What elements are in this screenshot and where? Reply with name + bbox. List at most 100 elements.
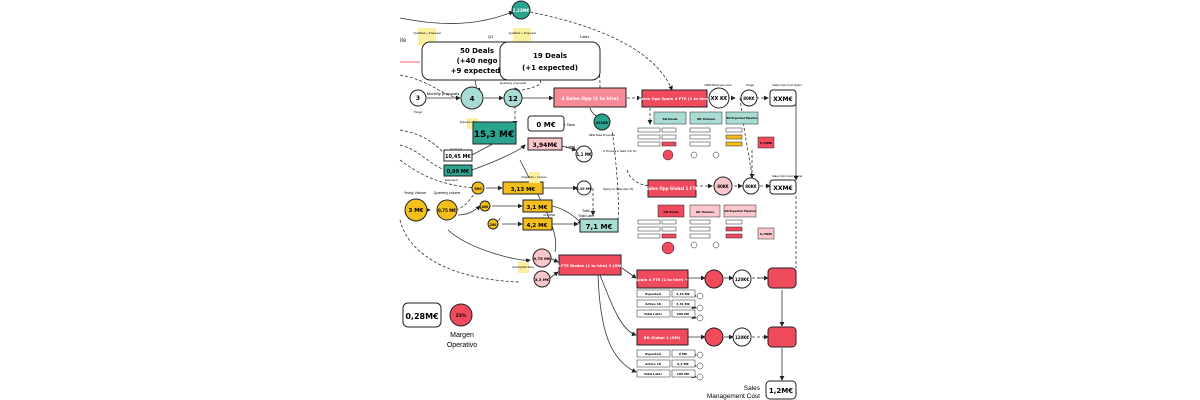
diagram-mark	[549, 271, 559, 279]
diagram-mark: 500	[474, 187, 482, 191]
diagram-mark: Total	[582, 209, 590, 213]
deals-50-line2: (+40 nego	[457, 57, 498, 65]
diagram-mark	[696, 292, 704, 300]
diagram-mark	[661, 219, 677, 225]
diagram-mark	[712, 241, 720, 249]
global-subtable: Expected 0 M€ Active 18 0,2 M€ Total Lat…	[636, 349, 704, 381]
sd-expected-box	[725, 111, 759, 125]
diagram-mark	[690, 151, 698, 159]
gl-expected-box	[723, 204, 757, 218]
diagram-mark	[399, 74, 461, 99]
diagram-mark	[399, 159, 476, 189]
pct-b-box	[757, 227, 775, 240]
deals-50-line1: 50 Deals	[460, 47, 494, 55]
diagram-mark	[725, 141, 743, 147]
k120-b-circle	[732, 327, 752, 347]
top-circle	[511, 0, 531, 20]
gl-deals-box	[657, 204, 685, 218]
diagram-mark: NEW Business Cost	[704, 83, 731, 87]
margin-area: 0,28M€ 23% Margen Operativo	[402, 302, 477, 349]
diagram-mark	[637, 134, 661, 140]
diagram-mark: Quarterly volume	[434, 191, 461, 195]
diagram-mark	[725, 134, 743, 140]
diagram-mark	[514, 79, 541, 93]
global-table: GD Deals GD Volume GD Expected Pipeline …	[637, 204, 775, 255]
diagram-mark: 3,13 M€	[511, 187, 536, 193]
diagram-mark	[725, 226, 743, 232]
diagram-mark: Sales Opp Spain 4 FTE (1 to hire)	[639, 96, 710, 101]
diagram-mark	[597, 274, 637, 373]
xx-ke-circle	[708, 87, 730, 109]
diagram-mark: 120K€	[735, 335, 749, 340]
diagram-mark	[621, 267, 637, 279]
diagram-mark: In Proposal to Sales (Oct 15)	[603, 149, 636, 153]
diagram-mark: 0,99 M€	[447, 169, 470, 175]
diagram-mark	[636, 369, 671, 378]
diagram-mark	[671, 309, 696, 318]
diagram-mark	[661, 233, 677, 239]
diagram-mark: 23%	[456, 313, 467, 319]
diagram-mark	[661, 127, 677, 133]
m71-box	[579, 218, 619, 233]
diagram-mark: Active 18	[645, 302, 661, 306]
diagram-mark: Expected + Reviewed	[460, 121, 485, 124]
diagram-mark: Sales Ops Cost Spain	[772, 83, 802, 87]
sticky-small	[529, 172, 540, 183]
diagram-mark: 80K€	[717, 184, 729, 189]
diagram-mark: 200 M€	[677, 312, 689, 316]
diagram-mark	[671, 289, 696, 298]
diagram-mark	[626, 169, 653, 189]
diagram-mark	[725, 127, 743, 133]
diagram-mark: 0,2 M€	[677, 362, 688, 366]
diagram-mark: SD Expected Pipeline	[726, 116, 757, 120]
diagram-mark	[725, 219, 743, 225]
bd-global-box	[636, 328, 689, 346]
sales-opp-global-box	[647, 179, 697, 198]
diagram-mark	[599, 274, 637, 337]
diagram-mark	[671, 299, 696, 308]
m42-box	[522, 217, 553, 231]
diagram-mark	[637, 233, 661, 239]
m313-box	[502, 181, 544, 195]
diagram-mark	[689, 226, 711, 232]
diagram-mark	[457, 205, 481, 216]
diagram-mark: 0,79M€	[760, 232, 772, 236]
diagram-mark	[671, 359, 696, 368]
diagram-mark: New	[567, 122, 575, 127]
spain-final-box	[767, 267, 797, 289]
k500-circle	[471, 181, 485, 195]
diagram-mark: 3,31 M€	[676, 302, 690, 306]
diagram-mark: Total Later	[644, 312, 663, 316]
k80-b-circle	[713, 176, 733, 196]
diagram-mark	[696, 362, 704, 370]
diagram-mark	[689, 134, 711, 140]
bd-spain-box	[636, 269, 689, 289]
zero-me-box	[527, 115, 565, 132]
diagram-mark: 3,94M€	[533, 142, 558, 149]
diagram-mark: 4,19 M€	[676, 292, 690, 296]
deals-19-box	[499, 41, 601, 81]
diagram-mark: GD Deals	[663, 210, 679, 214]
diagram-mark	[399, 129, 447, 156]
diagram-mark	[661, 241, 675, 255]
diagram-mark	[637, 141, 661, 147]
monthly-proposals-label: Monthly proposals	[427, 91, 459, 96]
diagram-mark	[661, 141, 677, 147]
diagram-mark	[689, 233, 711, 239]
diagram-mark: 3 M€	[408, 208, 423, 214]
m075b-circle	[532, 248, 552, 268]
diagram-mark: 1,2M€	[769, 387, 793, 395]
diagram-mark: 4	[470, 95, 475, 103]
diagram-mark: In Q1 (2)	[450, 147, 462, 151]
top-area: 2,23M€ ite Qualified + Proposal Qualifie…	[400, 0, 601, 81]
bd-global-circle	[704, 327, 724, 347]
bd-spain-circle	[704, 269, 724, 289]
diagram-mark: Including Bids Rules	[512, 266, 534, 269]
m499-box	[443, 164, 473, 177]
diagram-mark: Sales Opp Global 1 FTE	[646, 186, 698, 191]
diagram-mark: 421K€	[596, 121, 609, 125]
diagram-mark	[519, 159, 557, 253]
pct-a-box	[757, 136, 775, 149]
